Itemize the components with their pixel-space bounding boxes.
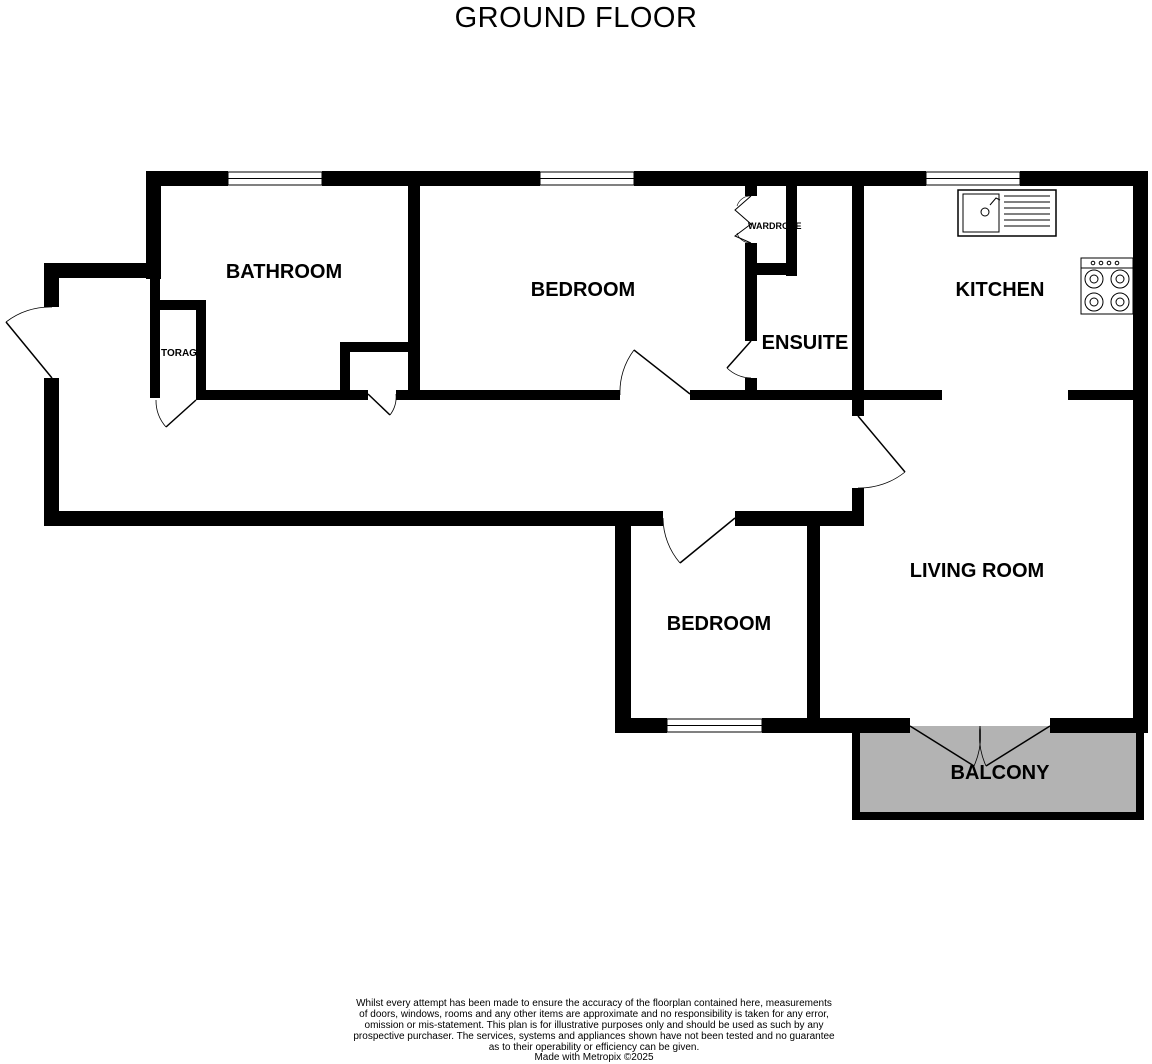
- hob-icon: [1080, 257, 1134, 315]
- living-room-label: LIVING ROOM: [910, 560, 1044, 582]
- bedroom-second-label: BEDROOM: [667, 613, 771, 635]
- wardrobe-label: WARDROBE: [748, 221, 802, 231]
- credit-text: Made with Metropix ©2025: [534, 1052, 654, 1063]
- sink-icon: [957, 189, 1057, 237]
- balcony-floor: [856, 726, 1142, 816]
- bathroom-label: BATHROOM: [226, 261, 342, 283]
- floor-title: GROUND FLOOR: [454, 2, 698, 34]
- disclaimer-text: Whilst every attempt has been made to en…: [353, 998, 835, 1053]
- balcony-label: BALCONY: [951, 762, 1051, 784]
- ensuite-label: ENSUITE: [762, 332, 849, 354]
- doors: [5, 195, 1051, 767]
- walls: [44, 171, 1148, 820]
- kitchen-label: KITCHEN: [956, 279, 1045, 301]
- bedroom-main-label: BEDROOM: [531, 279, 635, 301]
- windows: [227, 171, 1021, 733]
- storage-label: STORAGE: [154, 348, 204, 359]
